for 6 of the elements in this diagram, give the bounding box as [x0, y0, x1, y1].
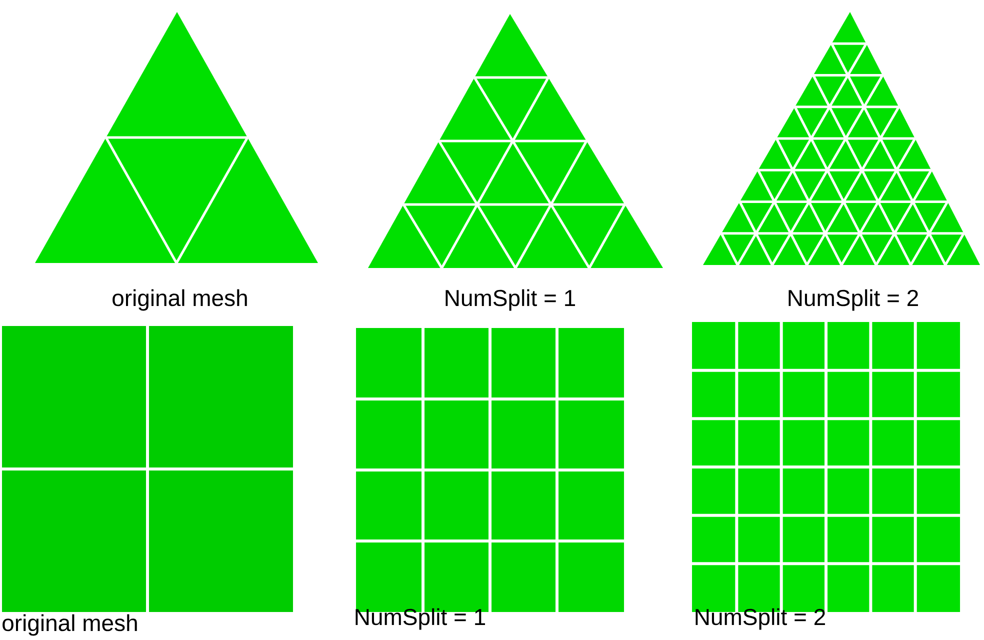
- mesh-label: NumSplit = 1: [446, 289, 575, 311]
- mesh-label: NumSplit = 1: [356, 608, 485, 630]
- mesh-label: NumSplit = 2: [696, 608, 825, 630]
- mesh-label: original mesh: [2, 614, 137, 636]
- mesh-label: original mesh: [112, 289, 247, 311]
- mesh-label: NumSplit = 2: [788, 289, 918, 311]
